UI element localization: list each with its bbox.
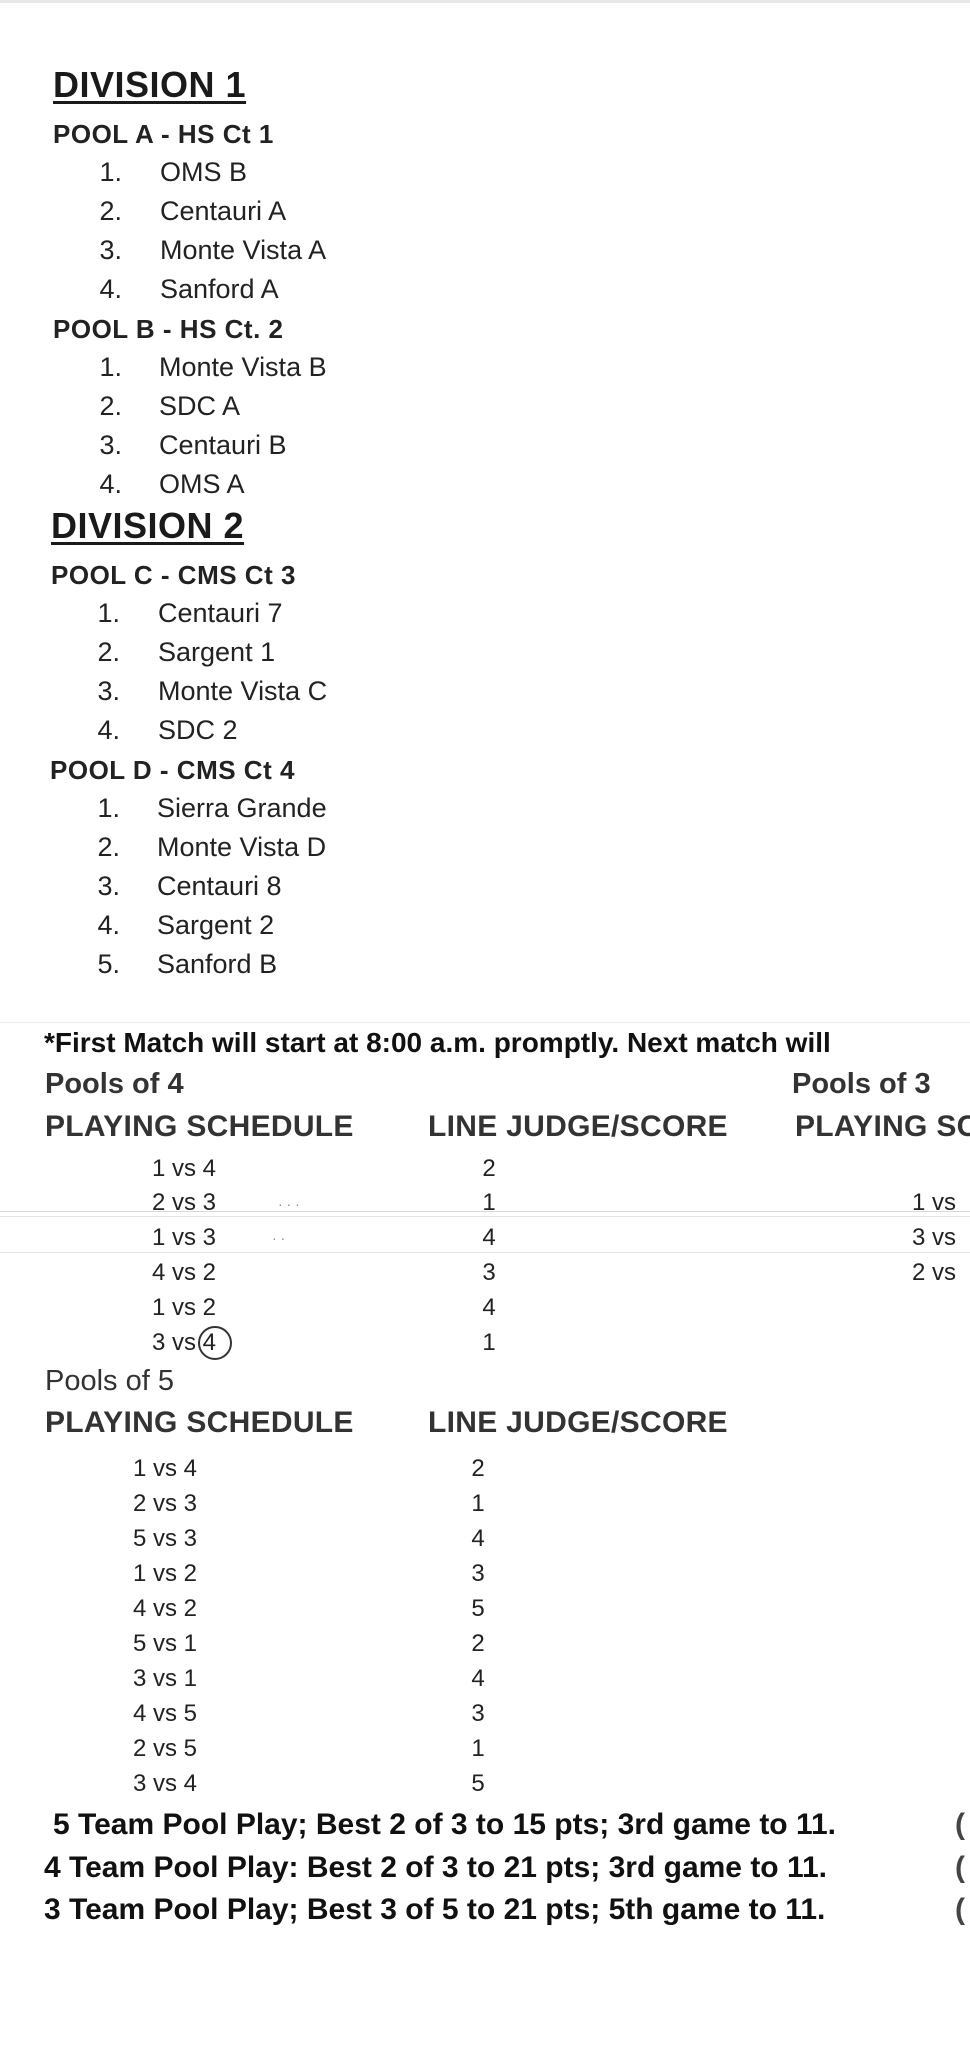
match-pairing: 1 vs 2 — [133, 1560, 198, 1587]
list-item: 4. SDC 2 — [97, 715, 238, 745]
list-item: 3. Centauri B — [99, 430, 287, 460]
judge-team: 2 — [482, 1155, 496, 1182]
team-name: Sanford A — [160, 274, 279, 304]
pools-of-4-judge-heading: LINE JUDGE/SCORE — [428, 1110, 728, 1143]
list-item: 1. Centauri 7 — [97, 598, 283, 628]
judge-team: 1 — [482, 1329, 496, 1356]
pool-b-heading: POOL B - HS Ct. 2 — [53, 314, 284, 344]
match-pairing: 2 vs 3 — [152, 1189, 217, 1216]
team-name: Sargent 2 — [157, 910, 275, 940]
list-item: 2. Monte Vista D — [97, 832, 327, 862]
team-name: Monte Vista B — [159, 352, 327, 382]
judge-team: 3 — [471, 1560, 485, 1587]
team-name: Centauri A — [160, 196, 287, 226]
match-pairing: 1 vs 4 — [152, 1155, 217, 1182]
scan-top-edge — [0, 0, 970, 3]
list-item: 3. Monte Vista A — [99, 235, 327, 265]
match-pairing: 3 vs 4 — [133, 1770, 198, 1797]
pools-of-4-schedule-heading: PLAYING SCHEDULE — [45, 1110, 354, 1143]
division-2-title: DIVISION 2 — [51, 505, 245, 546]
judge-team: 2 — [471, 1455, 485, 1482]
match-pairing: 1 vs — [912, 1189, 957, 1216]
pools-of-5-judge-heading: LINE JUDGE/SCORE — [428, 1406, 728, 1439]
judge-team: 3 — [482, 1259, 496, 1286]
pools-of-3-schedule-heading: PLAYING SC — [795, 1110, 970, 1143]
list-item: 1. OMS B — [99, 157, 248, 187]
list-item: 1. Monte Vista B — [99, 352, 327, 382]
rule-3-team-trail: ( — [955, 1893, 965, 1926]
team-name: Monte Vista C — [158, 676, 328, 706]
team-name: Monte Vista A — [160, 235, 327, 265]
match-pairing: 1 vs 4 — [133, 1455, 198, 1482]
list-item: 2. Sargent 1 — [97, 637, 276, 667]
match-pairing: 5 vs 1 — [133, 1630, 198, 1657]
scan-artifact-line — [0, 1216, 970, 1217]
pools-of-3-title: Pools of 3 — [792, 1068, 931, 1100]
match-pairing: 3 vs 1 — [133, 1665, 198, 1692]
handwritten-circle-mark — [198, 1326, 232, 1360]
division-1-title: DIVISION 1 — [53, 64, 247, 105]
team-name: Centauri 7 — [158, 598, 283, 628]
team-name: SDC 2 — [158, 715, 238, 745]
team-name: SDC A — [159, 391, 241, 421]
pools-of-4-title: Pools of 4 — [45, 1068, 184, 1100]
list-item: 5. Sanford B — [97, 949, 278, 979]
pools-of-5-schedule-heading: PLAYING SCHEDULE — [45, 1406, 354, 1439]
match-pairing: 1 vs 3 — [152, 1224, 217, 1251]
match-pairing: 3 vs — [912, 1224, 957, 1251]
judge-team: 4 — [471, 1525, 485, 1552]
pool-a-heading: POOL A - HS Ct 1 — [53, 119, 274, 149]
team-name: OMS A — [159, 469, 245, 499]
match-pairing: 4 vs 2 — [152, 1259, 217, 1286]
judge-team: 5 — [471, 1595, 485, 1622]
list-item: 4. Sargent 2 — [97, 910, 275, 940]
judge-team: 1 — [482, 1189, 496, 1216]
judge-team: 5 — [471, 1770, 485, 1797]
list-item: 2. Centauri A — [99, 196, 287, 226]
judge-team: 4 — [482, 1294, 496, 1321]
list-item: 1. Sierra Grande — [97, 793, 327, 823]
team-name: Sargent 1 — [158, 637, 276, 667]
team-name: OMS B — [160, 157, 248, 187]
pen-scribble-mark: · · — [272, 1230, 286, 1246]
judge-team: 4 — [482, 1224, 496, 1251]
start-time-notice: *First Match will start at 8:00 a.m. pro… — [44, 1027, 831, 1058]
match-pairing: 2 vs 3 — [133, 1490, 198, 1517]
match-pairing: 5 vs 3 — [133, 1525, 198, 1552]
match-pairing: 2 vs 5 — [133, 1735, 198, 1762]
team-name: Centauri B — [159, 430, 287, 460]
list-item: 2. SDC A — [99, 391, 241, 421]
scan-artifact-line — [0, 1252, 970, 1253]
list-item: 4. Sanford A — [99, 274, 279, 304]
scan-artifact-line — [0, 1022, 970, 1023]
pools-of-3-heading-clip: PLAYING SC — [795, 1110, 970, 1150]
match-pairing: 1 vs 2 — [152, 1294, 217, 1321]
judge-team: 1 — [471, 1490, 485, 1517]
match-pairing: 4 vs 5 — [133, 1700, 198, 1727]
pool-c-heading: POOL C - CMS Ct 3 — [51, 560, 296, 590]
rule-4-team-trail: ( — [955, 1851, 965, 1884]
team-name: Centauri 8 — [157, 871, 282, 901]
list-item: 4. OMS A — [99, 469, 245, 499]
team-name: Sanford B — [157, 949, 278, 979]
rule-4-team: 4 Team Pool Play: Best 2 of 3 to 21 pts;… — [44, 1851, 828, 1884]
rule-5-team: 5 Team Pool Play; Best 2 of 3 to 15 pts;… — [53, 1808, 837, 1841]
scan-artifact-line — [0, 1211, 970, 1212]
judge-team: 1 — [471, 1735, 485, 1762]
match-pairing: 4 vs 2 — [133, 1595, 198, 1622]
pools-of-5-title: Pools of 5 — [45, 1365, 174, 1397]
judge-team: 3 — [471, 1700, 485, 1727]
list-item: 3. Centauri 8 — [97, 871, 282, 901]
match-pairing: 2 vs — [912, 1259, 957, 1286]
judge-team: 2 — [471, 1630, 485, 1657]
rule-5-team-trail: ( — [955, 1808, 965, 1841]
judge-team: 4 — [471, 1665, 485, 1692]
list-item: 3. Monte Vista C — [97, 676, 328, 706]
pool-d-heading: POOL D - CMS Ct 4 — [50, 755, 295, 785]
team-name: Monte Vista D — [157, 832, 327, 862]
team-name: Sierra Grande — [157, 793, 327, 823]
rule-3-team: 3 Team Pool Play; Best 3 of 5 to 21 pts;… — [44, 1893, 826, 1926]
pen-scribble-mark: · · · — [278, 1196, 300, 1212]
